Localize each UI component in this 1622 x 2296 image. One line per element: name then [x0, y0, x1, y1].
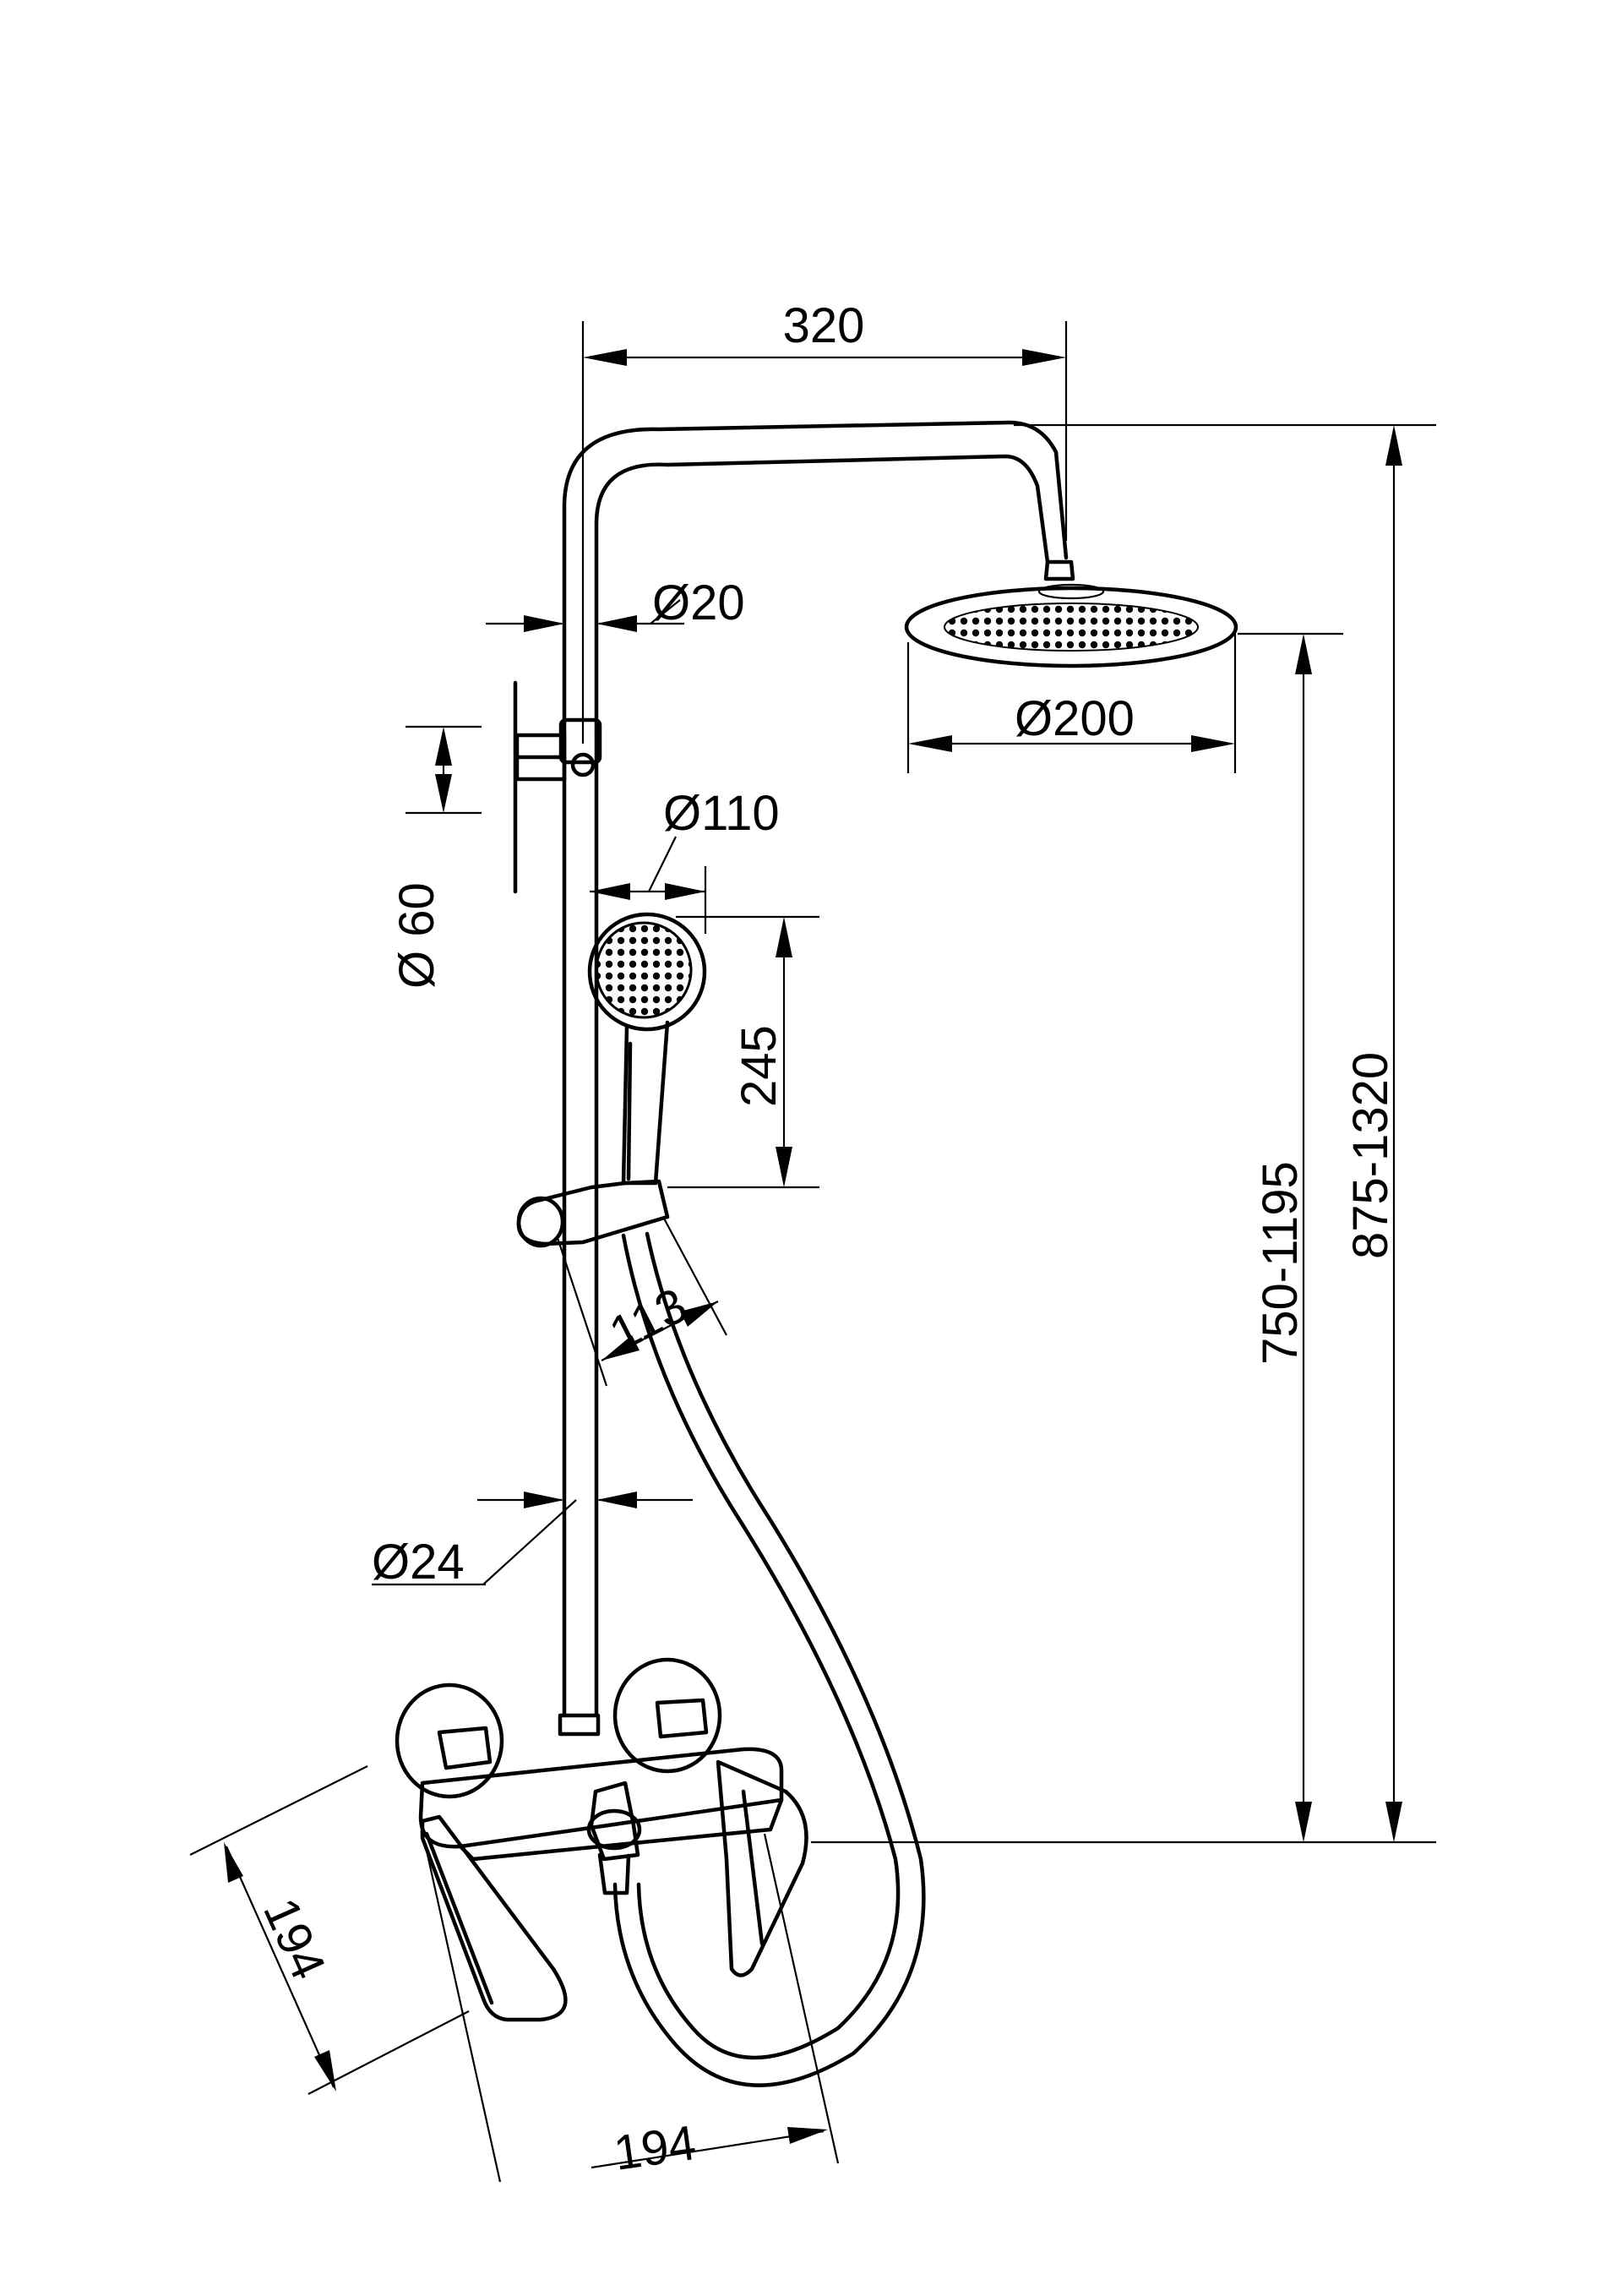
hand-shower-face	[595, 921, 693, 1019]
rain-shower-head	[904, 583, 1238, 668]
upper-riser-pipe	[562, 420, 1069, 738]
hand-shower-face-outer	[587, 912, 707, 1032]
dim-head-diameter-label: Ø200	[1015, 691, 1135, 746]
diverter-collar	[586, 1808, 642, 1851]
left-handle-lever	[420, 1814, 568, 2022]
dim-wall-mount-label: Ø 60	[389, 882, 444, 989]
dim-pipe-diameter: Ø20	[486, 575, 745, 632]
dim-mixer-depth: 194	[189, 1765, 470, 2095]
thermostatic-mixer	[395, 1657, 808, 2022]
dim-spout-length-label: 194	[611, 2115, 699, 2181]
left-wall-flange	[395, 1682, 504, 1799]
dim-rail-diameter-label: Ø24	[372, 1535, 465, 1590]
rail-base-cup	[558, 1713, 601, 1737]
hand-shower-handle-inner	[626, 1041, 633, 1181]
shower-column	[513, 420, 1075, 1718]
dim-handshower-diameter-label: Ø110	[663, 786, 780, 841]
dim-mixer-depth-label: 194	[253, 1890, 336, 1988]
right-handle-lever	[716, 1759, 808, 1977]
shower-hose-outer	[612, 1231, 926, 2087]
dim-height-inner-label: 750-1195	[1253, 1161, 1308, 1365]
dim-pipe-diameter-label: Ø20	[652, 575, 745, 630]
dim-handshower-length-label: 245	[732, 1025, 787, 1107]
dim-height-inner: 750-1195	[811, 632, 1436, 1844]
right-nut	[655, 1698, 709, 1739]
slider-knob	[516, 1196, 565, 1248]
left-lever-edge	[424, 1831, 494, 2005]
dim-handshower-length: 245	[667, 915, 819, 1189]
dim-spout-length: 194	[425, 1833, 840, 2183]
hand-shower	[516, 912, 926, 2087]
rail-joint-knob	[570, 752, 596, 777]
dim-width-top-label: 320	[783, 298, 865, 353]
head-outline	[904, 586, 1238, 668]
left-nut	[437, 1726, 493, 1770]
dim-height-outer-label: 875-1320	[1343, 1052, 1398, 1259]
upper-riser-pipe-inner	[594, 454, 1050, 738]
dim-head-diameter: Ø200	[906, 632, 1237, 773]
hose-outlet	[597, 1852, 631, 1895]
rail-joint	[558, 717, 602, 765]
right-lever-edge	[741, 1789, 765, 1946]
dim-width-top: 320	[581, 298, 1068, 744]
slider-holder	[516, 1179, 670, 1246]
head-nozzle-field	[944, 603, 1199, 652]
dim-height-outer: 875-1320	[1014, 423, 1436, 1842]
head-connector	[1043, 559, 1075, 581]
right-wall-flange	[612, 1657, 722, 1774]
dim-handshower-diameter: Ø110	[590, 786, 780, 934]
dim-wall-mount: Ø 60	[389, 725, 482, 989]
dim-rail-diameter: Ø24	[372, 1492, 693, 1590]
head-top-ring	[1037, 583, 1105, 600]
shower-hose-inner	[621, 1233, 901, 2060]
